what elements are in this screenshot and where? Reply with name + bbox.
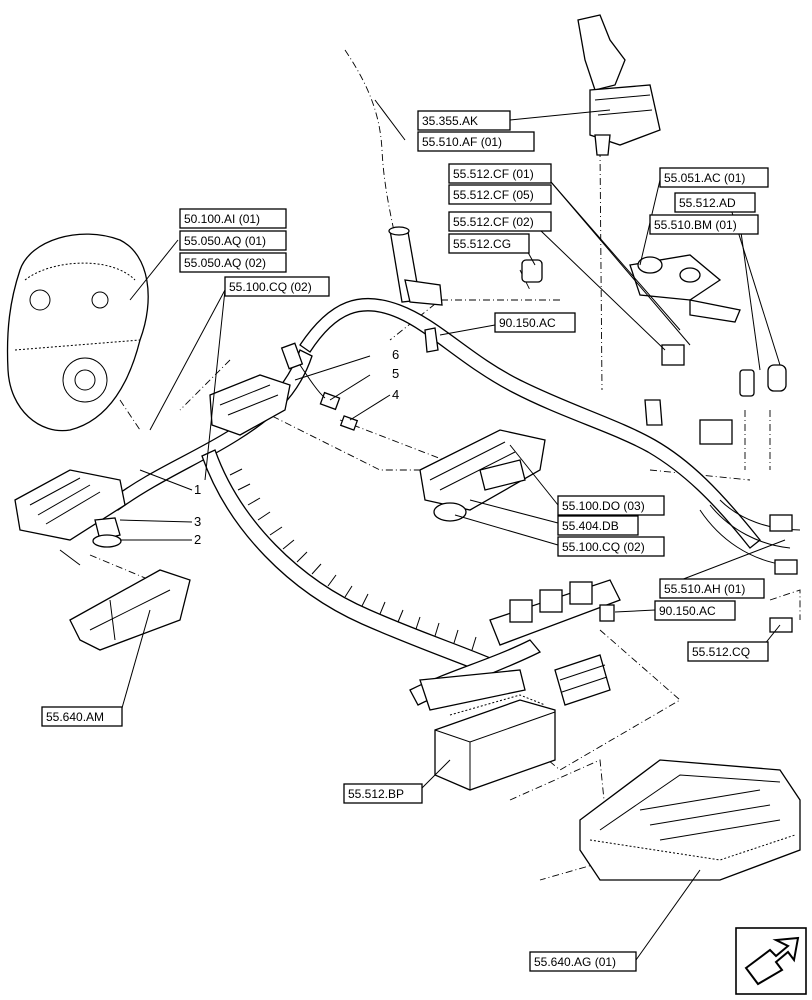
left-connector-assembly bbox=[14, 469, 126, 566]
ref-90-150-ac-top[interactable]: 90.150.AC bbox=[494, 312, 576, 333]
callout-3: 3 bbox=[194, 514, 201, 529]
svg-text:55.512.CF (05): 55.512.CF (05) bbox=[453, 188, 534, 202]
ref-55-404-db[interactable]: 55.404.DB bbox=[557, 515, 639, 536]
callout-1: 1 bbox=[194, 482, 201, 497]
svg-text:55.510.AF (01): 55.510.AF (01) bbox=[422, 135, 502, 149]
center-connector-assembly bbox=[209, 342, 359, 436]
ref-90-150-ac-bottom[interactable]: 90.150.AC bbox=[654, 600, 736, 621]
ref-35-355-ak[interactable]: 35.355.AK bbox=[417, 110, 511, 131]
ref-55-640-ag-01[interactable]: 55.640.AG (01) bbox=[529, 951, 637, 972]
svg-text:90.150.AC: 90.150.AC bbox=[499, 316, 556, 330]
ref-55-510-af-01[interactable]: 55.510.AF (01) bbox=[417, 131, 535, 152]
svg-text:55.051.AC (01): 55.051.AC (01) bbox=[664, 171, 745, 185]
svg-text:55.100.DO (03): 55.100.DO (03) bbox=[562, 499, 645, 513]
svg-text:55.050.AQ (01): 55.050.AQ (01) bbox=[184, 234, 266, 248]
svg-text:55.404.DB: 55.404.DB bbox=[562, 519, 619, 533]
switch-panel-part bbox=[419, 429, 546, 522]
lower-connector-rack bbox=[489, 579, 621, 706]
bracket-part bbox=[69, 569, 191, 651]
ref-55-100-do-03[interactable]: 55.100.DO (03) bbox=[557, 495, 665, 516]
ref-55-512-cf-01[interactable]: 55.512.CF (01) bbox=[448, 163, 552, 184]
svg-text:55.512.CG: 55.512.CG bbox=[453, 237, 511, 251]
svg-text:55.100.CQ (02): 55.100.CQ (02) bbox=[562, 540, 645, 554]
svg-text:90.150.AC: 90.150.AC bbox=[659, 604, 716, 618]
svg-text:55.100.CQ (02): 55.100.CQ (02) bbox=[229, 280, 312, 294]
svg-text:55.512.AD: 55.512.AD bbox=[679, 196, 736, 210]
ref-55-512-ad[interactable]: 55.512.AD bbox=[674, 192, 756, 213]
item-callouts: 1 2 3 4 5 6 bbox=[194, 347, 399, 547]
joystick-part bbox=[577, 14, 661, 156]
svg-text:55.510.BM (01): 55.510.BM (01) bbox=[654, 218, 737, 232]
svg-text:35.355.AK: 35.355.AK bbox=[422, 114, 478, 128]
svg-text:55.512.BP: 55.512.BP bbox=[348, 787, 404, 801]
svg-text:55.640.AG (01): 55.640.AG (01) bbox=[534, 955, 616, 969]
connector-plug-part bbox=[404, 259, 543, 353]
svg-text:55.640.AM: 55.640.AM bbox=[46, 710, 104, 724]
large-controller-part bbox=[579, 759, 801, 881]
svg-text:55.512.CF (02): 55.512.CF (02) bbox=[453, 215, 534, 229]
reference-labels: 35.355.AK 55.510.AF (01) 55.512.CF (01) … bbox=[41, 110, 769, 972]
ref-55-100-cq-02-bottom[interactable]: 55.100.CQ (02) bbox=[557, 536, 665, 557]
svg-text:55.510.AH (01): 55.510.AH (01) bbox=[664, 582, 745, 596]
svg-text:55.512.CF (01): 55.512.CF (01) bbox=[453, 167, 534, 181]
ref-55-512-cf-02[interactable]: 55.512.CF (02) bbox=[448, 211, 552, 232]
right-switch-assembly bbox=[629, 254, 798, 633]
ref-55-510-ah-01[interactable]: 55.510.AH (01) bbox=[659, 578, 765, 599]
callout-5: 5 bbox=[392, 366, 399, 381]
ref-55-640-am[interactable]: 55.640.AM bbox=[41, 706, 123, 727]
ref-55-512-bp[interactable]: 55.512.BP bbox=[343, 783, 423, 804]
svg-text:50.100.AI (01): 50.100.AI (01) bbox=[184, 212, 260, 226]
ref-55-050-aq-01[interactable]: 55.050.AQ (01) bbox=[179, 230, 287, 251]
ref-55-100-cq-02-top[interactable]: 55.100.CQ (02) bbox=[224, 276, 330, 297]
ref-55-510-bm-01[interactable]: 55.510.BM (01) bbox=[649, 214, 759, 235]
ref-55-512-cg[interactable]: 55.512.CG bbox=[448, 233, 530, 254]
callout-4: 4 bbox=[392, 387, 399, 402]
svg-text:55.512.CQ: 55.512.CQ bbox=[692, 645, 750, 659]
ref-55-050-aq-02[interactable]: 55.050.AQ (02) bbox=[179, 252, 287, 273]
callout-2: 2 bbox=[194, 532, 201, 547]
ref-55-512-cf-05[interactable]: 55.512.CF (05) bbox=[448, 184, 552, 205]
ref-50-100-ai-01[interactable]: 50.100.AI (01) bbox=[179, 208, 287, 229]
ref-55-051-ac-01[interactable]: 55.051.AC (01) bbox=[659, 167, 769, 188]
callout-6: 6 bbox=[392, 347, 399, 362]
next-page-arrow-icon[interactable] bbox=[735, 927, 807, 995]
wire-harness bbox=[109, 226, 801, 711]
ref-55-512-cq[interactable]: 55.512.CQ bbox=[687, 641, 769, 662]
transmission-part bbox=[6, 233, 149, 432]
controller-module-part bbox=[434, 694, 556, 791]
svg-text:55.050.AQ (02): 55.050.AQ (02) bbox=[184, 256, 266, 270]
leader-lines bbox=[119, 99, 786, 961]
